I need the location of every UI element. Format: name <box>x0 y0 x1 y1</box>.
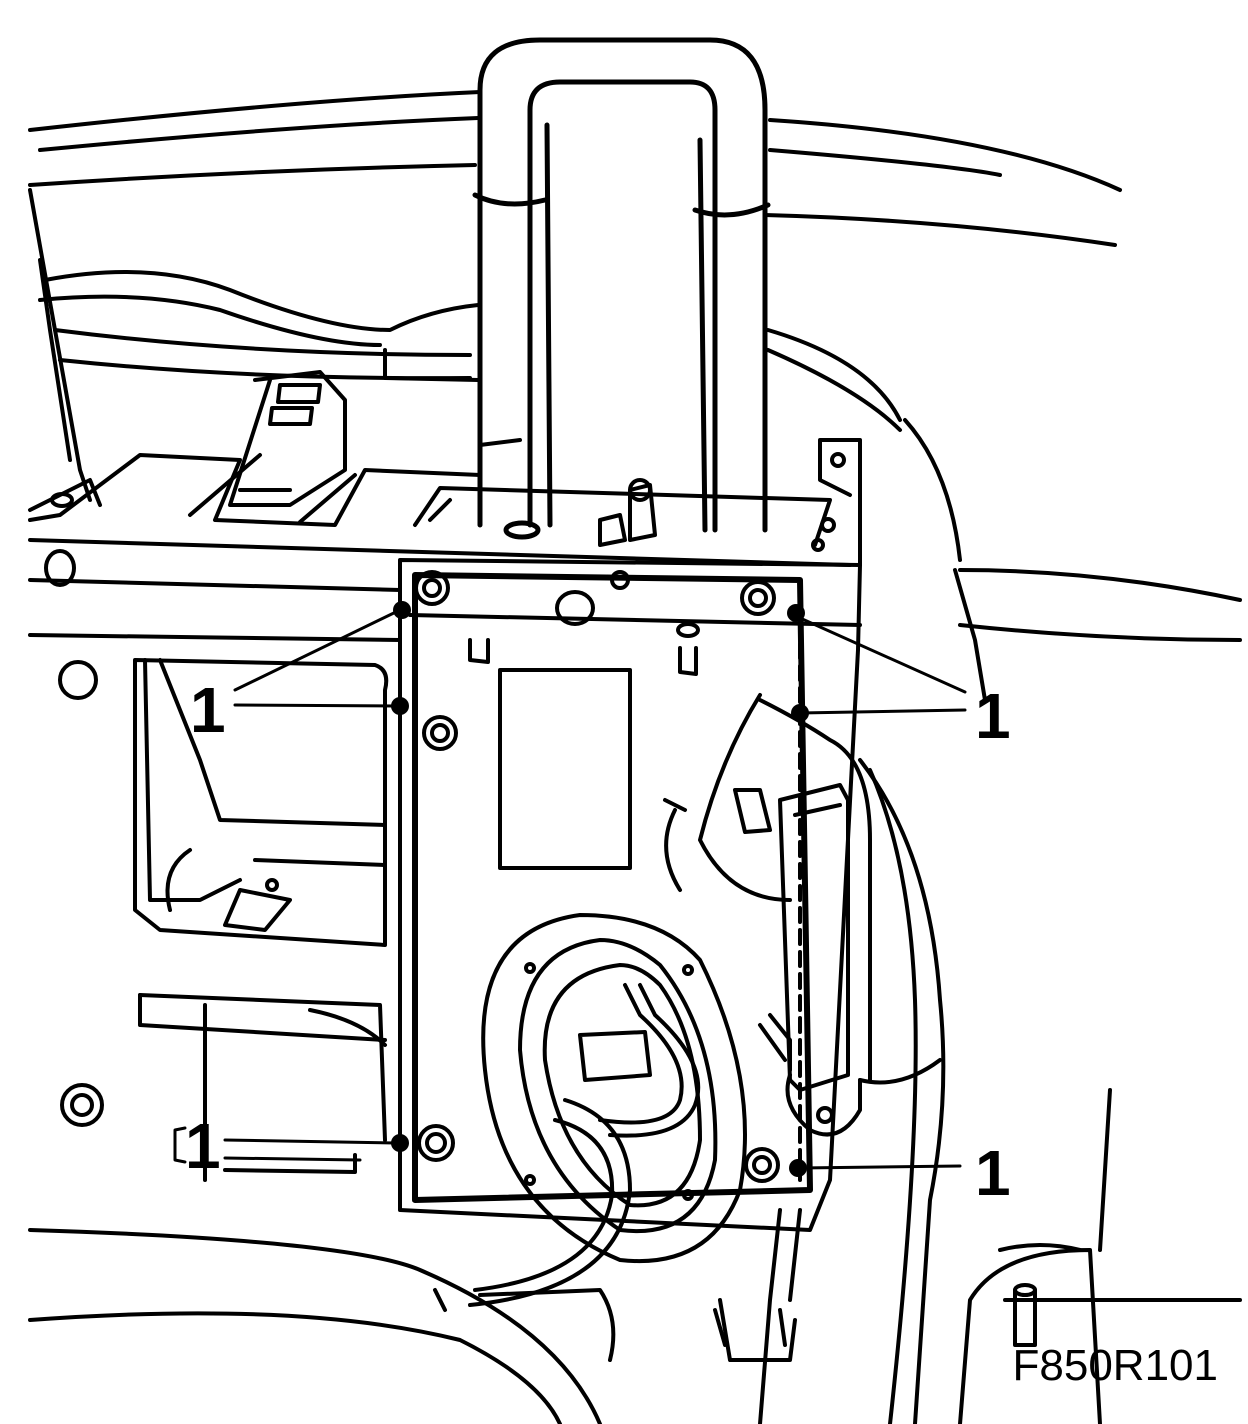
leader-lines <box>173 608 967 1170</box>
callout-label-left-upper: 1 <box>190 674 226 746</box>
figure-code: F850R101 <box>1013 1341 1218 1390</box>
lower-left-panel <box>28 993 616 1424</box>
mounting-bolts <box>414 570 780 1183</box>
u-handle <box>472 37 771 540</box>
left-opening <box>58 658 389 947</box>
speaker-opening <box>433 913 747 1312</box>
top-tray <box>413 478 832 547</box>
callout-label-right-upper: 1 <box>975 680 1011 752</box>
seatbelt-retractor <box>663 693 946 1424</box>
callout-label-left-lower: 1 <box>185 1110 221 1182</box>
body-panel-lines <box>28 90 1242 702</box>
mounting-plate <box>398 558 862 1232</box>
callout-label-right-lower: 1 <box>975 1137 1011 1209</box>
handle-mount-bracket <box>268 383 322 426</box>
lower-right-area <box>713 1088 1242 1424</box>
callout-dots <box>391 601 809 1177</box>
left-pillar <box>28 188 102 512</box>
